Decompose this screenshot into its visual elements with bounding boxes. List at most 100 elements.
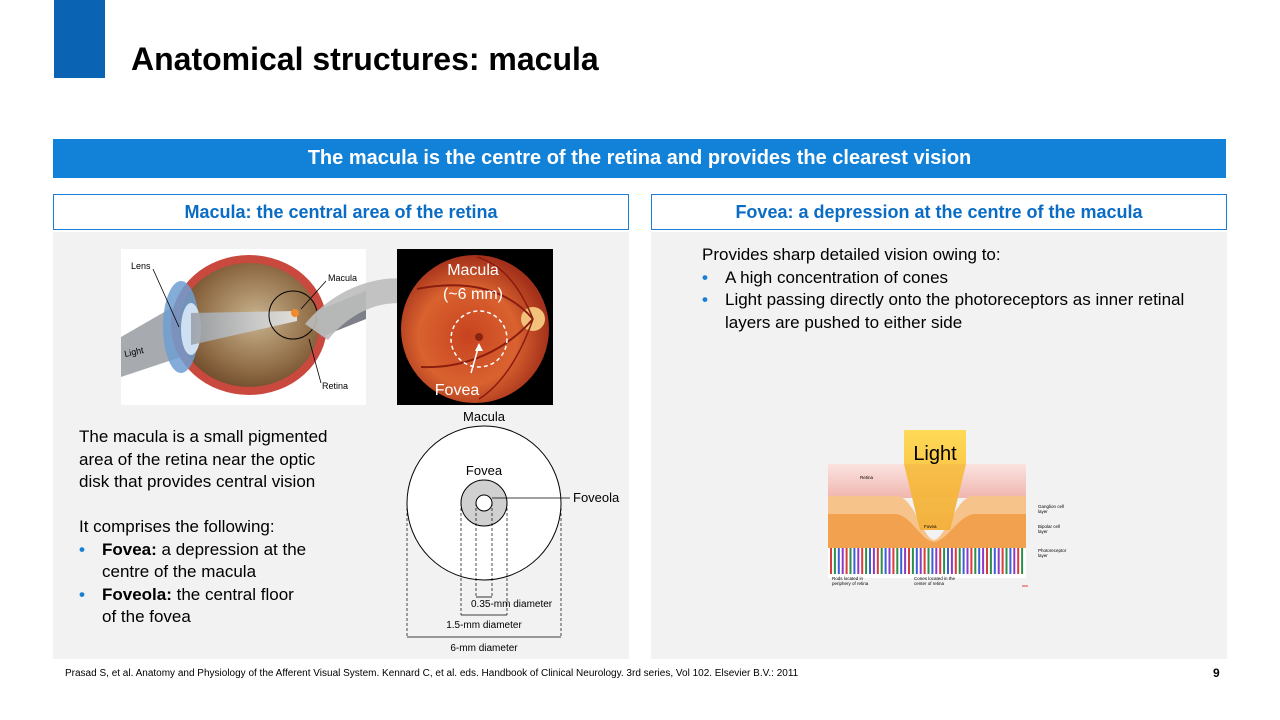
photoreceptor-cell (931, 548, 934, 574)
diagram-label-fovea: Fovea (466, 463, 503, 478)
fovea-intro: Provides sharp detailed vision owing to: (702, 245, 1001, 264)
label-ganglion-2: layer (1038, 509, 1048, 514)
fovea-cross-section: Light Retina Fovea Ganglion cell layer B… (828, 430, 1067, 587)
slide-title: Anatomical structures: macula (131, 41, 599, 77)
photoreceptor-cell (958, 548, 961, 574)
eye-label-lens: Lens (131, 261, 151, 271)
label-bipolar-1: Bipolar cell (1038, 524, 1060, 529)
fundus-svg: Macula (~6 mm) Fovea (401, 255, 549, 403)
photoreceptor-cell (833, 548, 836, 574)
photoreceptor-cell (978, 548, 981, 574)
eye-label-macula: Macula (328, 273, 357, 283)
photoreceptor-cell (927, 548, 930, 574)
bullet-icon: • (79, 584, 85, 604)
photoreceptor-cell (974, 548, 977, 574)
photoreceptor-cell (849, 548, 852, 574)
bullet-continuation: of the fovea (102, 607, 191, 626)
photoreceptor-cell (1017, 548, 1020, 574)
photoreceptor-cell (896, 548, 899, 574)
description-line: The macula is a small pigmented (79, 427, 328, 446)
eye-label-retina: Retina (322, 381, 348, 391)
cross-section-label-fovea: Fovea (924, 524, 937, 529)
macula-description: The macula is a small pigmented area of … (79, 426, 369, 629)
reference-footnote: Prasad S, et al. Anatomy and Physiology … (65, 668, 799, 679)
eye-label-light: Light (123, 345, 145, 359)
bullet-icon: • (702, 267, 708, 287)
photoreceptor-cell (943, 548, 946, 574)
photoreceptor-cell (841, 548, 844, 574)
macula-diagram: Macula Fovea Foveola 0.35-mm diameter 1.… (406, 409, 620, 654)
photoreceptor-cell (892, 548, 895, 574)
bullet-text: Light passing directly onto the photorec… (725, 290, 1185, 309)
description-line: area of the retina near the optic (79, 449, 316, 469)
photoreceptor-cell (947, 548, 949, 574)
photoreceptor-cell (919, 548, 922, 574)
photoreceptor-cell (989, 548, 992, 574)
photoreceptor-cell (853, 548, 856, 574)
bullet-continuation: layers are pushed to either side (725, 312, 963, 332)
label-photo-1: Photoreceptor (1038, 548, 1067, 553)
photoreceptor-cell (837, 548, 840, 574)
photoreceptor-cell (993, 548, 996, 574)
diagram-label-foveola: Foveola (573, 490, 620, 505)
left-column-heading: Macula: the central area of the retina (53, 194, 629, 230)
photoreceptor-cell (966, 548, 969, 574)
photoreceptor-cell (1009, 548, 1012, 574)
fundus-label-fovea: Fovea (435, 382, 480, 399)
photoreceptor-cell (997, 548, 1000, 574)
label-ganglion-1: Ganglion cell (1038, 504, 1064, 509)
description-line: disk that provides central vision (79, 472, 316, 491)
photoreceptor-cell (857, 548, 860, 574)
bullet-icon: • (79, 539, 85, 559)
label-cones-1: Cones located in the (914, 576, 956, 581)
cross-section-label-light: Light (913, 443, 957, 465)
photoreceptor-cell (923, 548, 926, 574)
photoreceptor-cell (1005, 548, 1008, 574)
photoreceptor-cell (950, 548, 953, 574)
bullet-icon: • (702, 290, 708, 309)
photoreceptor-cell (935, 548, 938, 574)
comprises-line: It comprises the following: (79, 517, 275, 536)
photoreceptor-cell (908, 548, 910, 574)
eye-anatomy-svg: Lens Macula Light Retina (121, 255, 366, 395)
label-rods-2: periphery of retina (832, 581, 869, 586)
bullet-text: A high concentration of cones (725, 267, 949, 287)
photoreceptor-cell (865, 548, 868, 574)
photoreceptor-cell (904, 548, 907, 574)
photoreceptor-cell (876, 548, 879, 574)
bullet-continuation: centre of the macula (102, 562, 257, 581)
right-column-heading: Fovea: a depression at the centre of the… (651, 194, 1227, 230)
photoreceptor-cell (982, 548, 985, 574)
photoreceptor-cell (1013, 548, 1016, 574)
diagram-label-d2: 1.5-mm diameter (446, 620, 522, 631)
diagram-label-macula: Macula (463, 409, 506, 424)
photoreceptor-cell (884, 548, 887, 574)
photoreceptor-cell (872, 548, 875, 574)
list-item: • Fovea: a depression at the centre of t… (79, 539, 369, 584)
photoreceptor-cell (915, 548, 918, 574)
macula-parts-list: • Fovea: a depression at the centre of t… (79, 539, 369, 629)
label-cones-2: center of retina (914, 581, 945, 586)
fovea-reasons-list: • A high concentration of cones • Light … (702, 267, 1212, 335)
photoreceptor-cell (954, 548, 957, 574)
fundus-label-macula: Macula (447, 262, 499, 279)
bullet-term: Foveola: (102, 584, 172, 604)
bullet-text: a depression at the (156, 539, 307, 559)
label-rods-1: Rods located in (832, 576, 864, 581)
photoreceptor-cell (880, 548, 883, 574)
photoreceptor-cell (911, 548, 914, 574)
diagram-label-d3: 6-mm diameter (450, 643, 518, 654)
fundus-label-size: (~6 mm) (443, 286, 503, 303)
photoreceptor-cell (1021, 548, 1024, 574)
photoreceptor-cell (888, 548, 891, 574)
diagram-label-d1: 0.35-mm diameter (471, 599, 553, 610)
photoreceptor-cell (861, 548, 864, 574)
photoreceptor-cell (986, 548, 988, 574)
photoreceptor-cell (970, 548, 973, 574)
photoreceptor-cell (1001, 548, 1004, 574)
photoreceptor-cell (845, 548, 848, 574)
fovea-description: Provides sharp detailed vision owing to:… (702, 244, 1212, 334)
list-item: • Light passing directly onto the photor… (702, 289, 1212, 334)
list-item: • Foveola: the central floor of the fove… (79, 584, 369, 629)
bullet-text: the central floor (171, 584, 294, 604)
